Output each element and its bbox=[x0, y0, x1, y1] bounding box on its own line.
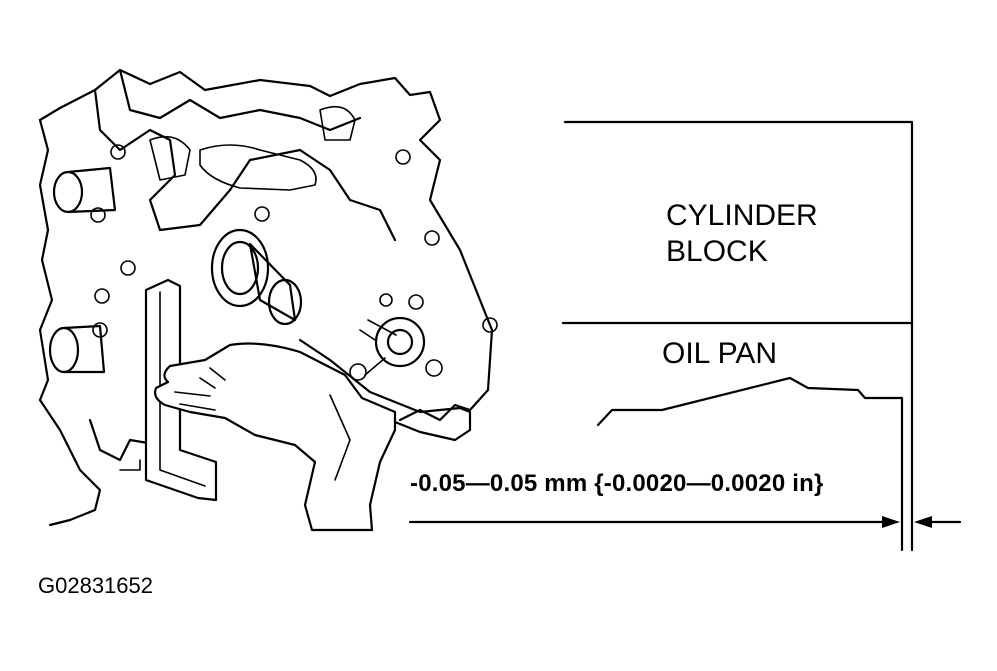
clearance-schematic bbox=[408, 120, 962, 552]
hand-holding-square-icon bbox=[153, 342, 397, 532]
cylinder-block-label-line2: BLOCK bbox=[666, 235, 768, 268]
dimension-arrow-right-icon bbox=[914, 516, 932, 528]
cylinder-block-outline bbox=[563, 120, 914, 552]
oil-pan-profile bbox=[596, 376, 904, 552]
figure-id: G02831652 bbox=[38, 573, 153, 598]
clearance-spec-label: -0.05—0.05 mm {-0.0020—0.0020 in} bbox=[410, 470, 824, 497]
cylinder-block-label-line1: CYLINDER bbox=[666, 199, 818, 232]
machinist-square-icon bbox=[144, 278, 218, 502]
cylinder-block-label: CYLINDER BLOCK bbox=[666, 198, 818, 270]
dimension-arrow-left-icon bbox=[882, 516, 900, 528]
oil-pan-label: OIL PAN bbox=[662, 337, 778, 370]
engine-block-illustration-icon bbox=[38, 68, 498, 527]
